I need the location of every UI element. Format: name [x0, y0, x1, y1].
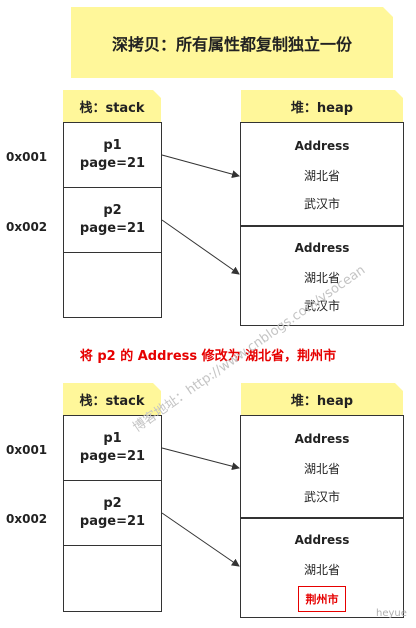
heap-object-1: Address 湖北省 武汉市: [240, 415, 404, 518]
heap-header-label: 堆：heap: [290, 393, 354, 409]
stack-cell-empty: [63, 545, 162, 612]
var-field: page=21: [79, 514, 146, 529]
change-caption: 将 p2 的 Address 修改为 湖北省，荆州市: [79, 349, 337, 364]
var-name: p2: [103, 203, 122, 218]
note-fold: [383, 7, 393, 17]
address-label: 0x002: [6, 220, 48, 234]
object-city: 武汉市: [303, 299, 340, 313]
stack-cell-p2: p2 page=21: [63, 480, 162, 546]
heap-header-top: 堆：heap: [241, 90, 403, 122]
note-fold: [153, 90, 161, 98]
title-text: 深拷贝：所有属性都复制独立一份: [111, 34, 352, 54]
var-field: page=21: [79, 156, 146, 171]
stack-cell-p1: p1 page=21: [63, 122, 162, 188]
note-fold: [395, 383, 403, 391]
object-type: Address: [294, 533, 350, 547]
var-field: page=21: [79, 449, 146, 464]
address-label: 0x001: [6, 443, 48, 457]
stack-cell-p2: p2 page=21: [63, 187, 162, 253]
var-name: p2: [103, 496, 122, 511]
object-type: Address: [294, 241, 350, 255]
stack-header-label: 栈：stack: [79, 393, 145, 409]
address-label: 0x001: [6, 150, 48, 164]
var-field: page=21: [79, 221, 146, 236]
heap-object-2: Address 湖北省 荆州市: [240, 518, 404, 618]
stack-header-bottom: 栈：stack: [63, 383, 161, 415]
object-province: 湖北省: [303, 462, 340, 476]
stack-cell-empty: [63, 252, 162, 318]
address-label: 0x002: [6, 512, 48, 526]
object-province: 湖北省: [303, 563, 340, 577]
author-signature: heyue: [376, 608, 407, 619]
note-fold: [395, 90, 403, 98]
title-note: 深拷贝：所有属性都复制独立一份: [71, 7, 393, 78]
heap-object-1: Address 湖北省 武汉市: [240, 122, 404, 226]
object-type: Address: [294, 139, 350, 153]
object-province: 湖北省: [303, 271, 340, 285]
arrow-p1-to-object1: [161, 447, 240, 471]
heap-object-2: Address 湖北省 武汉市: [240, 226, 404, 326]
object-city: 武汉市: [303, 490, 340, 504]
heap-header-bottom: 堆：heap: [241, 383, 403, 415]
object-province: 湖北省: [303, 169, 340, 183]
heap-header-label: 堆：heap: [290, 100, 354, 116]
arrow-p1-to-object1: [161, 154, 240, 179]
stack-header-top: 栈：stack: [63, 90, 161, 122]
modified-city-highlight: 荆州市: [298, 586, 346, 612]
note-fold: [153, 383, 161, 391]
stack-header-label: 栈：stack: [79, 100, 145, 116]
object-city: 荆州市: [305, 593, 339, 606]
object-city: 武汉市: [303, 197, 340, 211]
arrow-p2-to-object2: [161, 512, 240, 567]
var-name: p1: [103, 138, 122, 153]
arrow-p2-to-object2: [161, 219, 240, 275]
var-name: p1: [103, 431, 122, 446]
object-type: Address: [294, 432, 350, 446]
stack-cell-p1: p1 page=21: [63, 415, 162, 481]
